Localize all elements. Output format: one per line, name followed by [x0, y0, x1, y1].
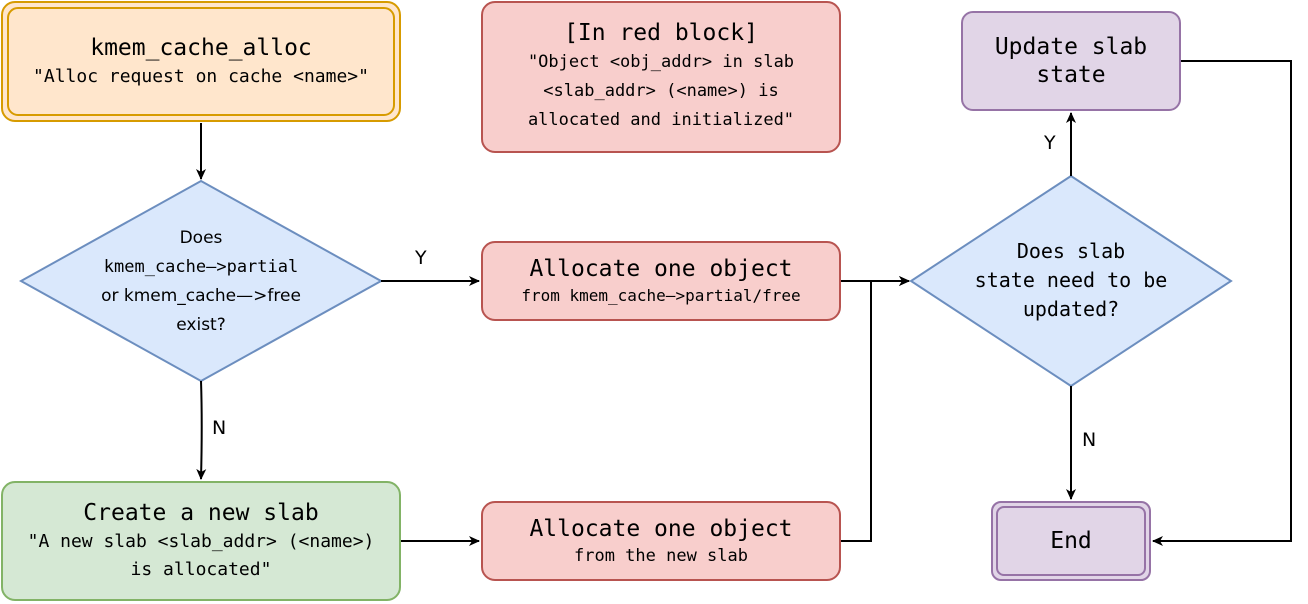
decision1-line-2: kmem_cache—>partial: [103, 257, 299, 277]
decision1-line-1: Does: [179, 228, 223, 248]
end-node-inner-border: [996, 506, 1146, 576]
create-slab-title: Create a new slab: [83, 500, 319, 526]
edge-alloc-new-to-decision2: [841, 276, 910, 542]
edge-label-decision2-no: N: [1082, 429, 1097, 451]
end-label: End: [1050, 528, 1092, 554]
update-line-1: Update slab: [994, 34, 1148, 60]
decision2-text: Does slab state need to be updated?: [951, 237, 1191, 324]
note-line-2: "Object <obj_addr> in slab: [527, 52, 795, 72]
note-red-block: [In red block] "Object <obj_addr> in sla…: [481, 1, 841, 153]
edge-decision1-no: [196, 380, 207, 480]
update-slab-state-node: Update slab state: [961, 11, 1181, 111]
decision1-text: Does kmem_cache—>partial or kmem_cache—>…: [61, 224, 341, 340]
alloc-new-title: Allocate one object: [529, 516, 793, 542]
update-line-2: state: [1036, 62, 1106, 88]
note-line-1: [In red block]: [564, 20, 758, 46]
edge-update-to-end: [1152, 60, 1292, 546]
alloc-new-subtitle: from the new slab: [574, 546, 748, 566]
decision1-line-3: or kmem_cache—>free: [101, 286, 301, 306]
decision2-line-1: Does slab: [1016, 239, 1126, 263]
note-line-3: <slab_addr> (<name>) is: [543, 81, 779, 101]
create-slab-subtitle-2: is allocated": [130, 559, 272, 580]
edge-label-decision1-no: N: [212, 417, 227, 439]
edge-label-decision1-yes: Y: [415, 247, 427, 269]
note-line-4: allocated and initialized": [527, 110, 795, 130]
create-slab-subtitle-1: "A new slab <slab_addr> (<name>): [27, 531, 375, 552]
start-node-kmem-cache-alloc: kmem_cache_alloc "Alloc request on cache…: [1, 1, 401, 122]
decision2-line-3: updated?: [1022, 297, 1120, 321]
start-node-title: kmem_cache_alloc: [90, 34, 312, 61]
create-slab-node: Create a new slab "A new slab <slab_addr…: [1, 481, 401, 601]
decision1-line-4: exist?: [176, 315, 226, 335]
end-node: End: [991, 501, 1151, 581]
decision2-line-2: state need to be: [974, 268, 1168, 292]
start-node-inner-border: [7, 7, 395, 116]
alloc-from-new-slab-node: Allocate one object from the new slab: [481, 501, 841, 581]
start-node-subtitle: "Alloc request on cache <name>": [33, 65, 369, 87]
alloc-partial-title: Allocate one object: [529, 256, 793, 282]
alloc-partial-subtitle: from kmem_cache—>partial/free: [521, 286, 801, 305]
alloc-from-partial-node: Allocate one object from kmem_cache—>par…: [481, 241, 841, 321]
edge-label-decision2-yes: Y: [1044, 132, 1056, 154]
